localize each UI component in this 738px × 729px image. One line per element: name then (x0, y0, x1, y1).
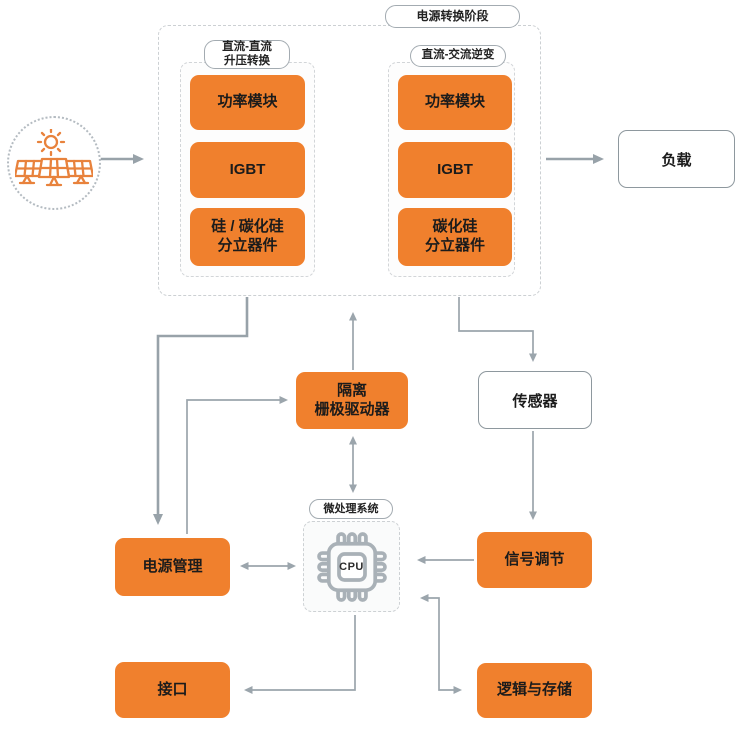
block-isolated-gate-driver: 隔离 栅极驱动器 (296, 372, 408, 429)
microprocessor-system-label: 微处理系统 (309, 499, 393, 519)
block-interface: 接口 (115, 662, 230, 718)
block-power-module-dcdc: 功率模块 (190, 75, 305, 130)
power-conversion-stage-label: 电源转换阶段 (385, 5, 520, 28)
block-igbt-dcdc: IGBT (190, 142, 305, 198)
block-sic-discretes: 碳化硅 分立器件 (398, 208, 512, 266)
dc-ac-inverter-label: 直流-交流逆变 (410, 45, 506, 67)
block-signal-conditioning: 信号调节 (477, 532, 592, 588)
dc-dc-boost-label: 直流-直流 升压转换 (204, 40, 290, 69)
load-box: 负载 (618, 130, 735, 188)
block-logic-storage: 逻辑与存储 (477, 663, 592, 718)
block-power-module-dcac: 功率模块 (398, 75, 512, 130)
cpu-icon (316, 531, 387, 602)
pv-source-badge (7, 116, 101, 210)
solar-panel-icon (15, 129, 93, 187)
block-igbt-dcac: IGBT (398, 142, 512, 198)
block-power-management: 电源管理 (115, 538, 230, 596)
microprocessor-system-group (303, 521, 400, 612)
sensor-box: 传感器 (478, 371, 592, 429)
block-si-sic-discretes: 硅 / 碳化硅 分立器件 (190, 208, 305, 266)
